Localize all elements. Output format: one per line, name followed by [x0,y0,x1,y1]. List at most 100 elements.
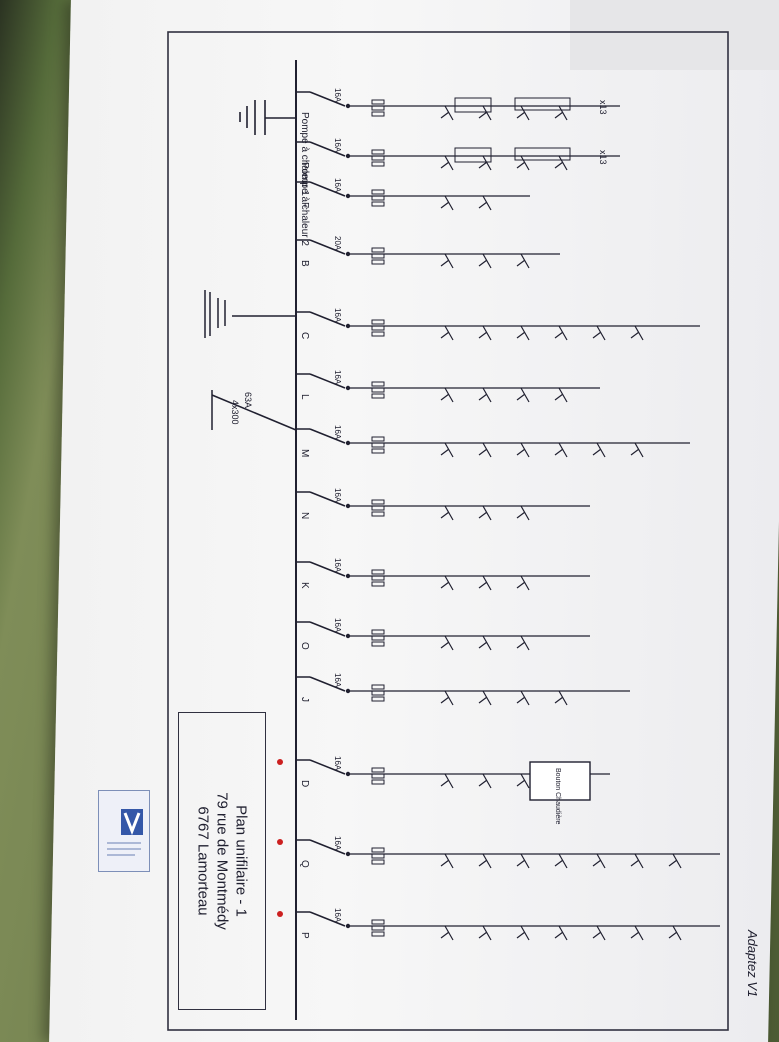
outlet-symbol [554,925,568,941]
cable-mark [371,779,385,785]
outlet-symbol [440,925,454,941]
circuit-rating: 16A [333,88,342,103]
cable-mark [371,575,385,581]
main-switch-symbol [204,290,297,431]
ground-symbol [239,100,296,135]
circuit-rating: 16A [333,308,342,323]
outlet-symbol [516,253,530,269]
heater-symbol [514,147,571,161]
breaker-switch [309,911,346,927]
breaker-switch [309,491,346,507]
outlet-symbol [440,505,454,521]
cable-mark [371,690,385,696]
red-dot [277,911,283,917]
breaker-switch [309,91,346,107]
cable-mark [371,381,385,387]
breaker-contact [345,103,351,109]
circuit-rating: 16A [333,425,342,440]
cable-mark [371,581,385,587]
cable-mark [371,195,385,201]
cable-mark [371,635,385,641]
breaker-switch [309,311,346,327]
outlet-symbol [478,253,492,269]
cable-mark [371,442,385,448]
circuit-label: J [299,697,310,702]
cable-mark [371,436,385,442]
outlet-symbol [440,690,454,706]
outlet-symbol [554,325,568,341]
cable-mark [371,253,385,259]
circuit-label: Q [299,860,310,868]
outlet-symbol [554,105,568,121]
circuit-rating: 16A [333,370,342,385]
outlet-symbol [516,505,530,521]
title-block-text: Plan unifilaire - 1 79 rue de Montmédy 6… [194,716,251,1006]
breaker-contact [345,193,351,199]
cable-mark [371,387,385,393]
cable-mark [371,925,385,931]
outlet-symbol [516,442,530,458]
outlet-symbol [440,635,454,651]
cable-mark [371,105,385,111]
title-block: Plan unifilaire - 1 79 rue de Montmédy 6… [178,712,266,1010]
circuit-label: L [299,394,310,400]
outlet-symbol [630,925,644,941]
main-switch-section: 4x300 [230,400,240,425]
outlet-symbol [478,635,492,651]
outlet-symbol [630,853,644,869]
red-dot [277,759,283,765]
circuit-14: P 16A [277,908,720,941]
cable-mark [371,247,385,253]
outlet-symbol [516,155,530,171]
circuit-label: K [299,582,310,589]
outlet-symbol [440,253,454,269]
cable-mark [371,201,385,207]
annex-label: Bouton Chaudière [554,768,561,825]
outlet-symbol [516,635,530,651]
cable-mark [371,684,385,690]
outlet-symbol [478,690,492,706]
outlet-symbol [516,773,530,789]
outlet-symbol [554,690,568,706]
breaker-switch [309,561,346,577]
cable-mark [371,569,385,575]
circuit-rating: 16A [333,618,342,633]
outlet-symbol [554,853,568,869]
handwritten-note: Adaptez V1 [745,929,760,997]
breaker-switch [309,839,346,855]
circuit-label: N [299,512,310,519]
outlet-symbol [478,325,492,341]
cable-mark [371,111,385,117]
paper-corner [570,0,779,70]
cable-mark [371,696,385,702]
cable-mark [371,99,385,105]
cable-mark [371,393,385,399]
outlet-symbol [478,505,492,521]
annex-label-group: Bouton Chaudière [554,768,561,825]
circuit-extra: x13 [598,100,608,115]
breaker-switch [309,373,346,389]
cable-mark [371,919,385,925]
annex-box [529,761,591,801]
cable-mark [371,155,385,161]
outlet-symbol [478,773,492,789]
circuit-rating: 16A [333,908,342,923]
cable-mark [371,189,385,195]
breaker-contact [345,923,351,929]
breaker-contact [345,503,351,509]
circuit-label: P [299,932,310,939]
outlet-symbol [478,195,492,211]
outlet-symbol [516,575,530,591]
circuit-rating: 16A [333,673,342,688]
cable-mark [371,505,385,511]
title-line-1: Plan unifilaire - 1 [232,805,250,917]
outlet-symbol [440,105,454,121]
outlet-symbol [478,105,492,121]
